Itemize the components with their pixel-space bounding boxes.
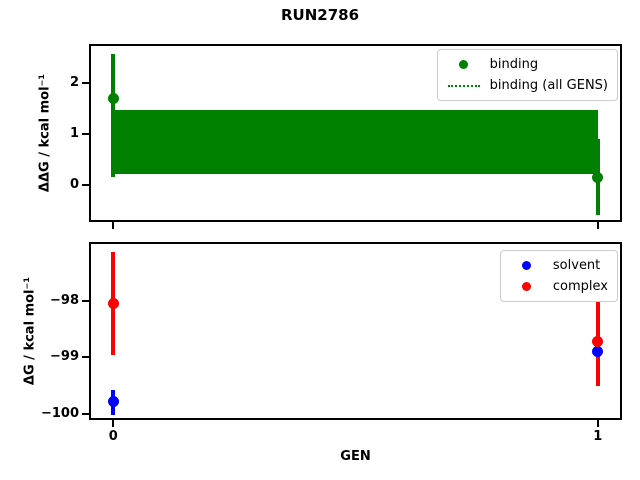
legend-label: solvent (552, 258, 601, 273)
legend-solvent-complex: solvent complex (499, 250, 618, 302)
legend-label: complex (552, 279, 608, 294)
point-solvent (107, 395, 119, 407)
point-complex (107, 297, 119, 309)
subplot-solvent-complex: solvent complex −98 −99 −100 0 1 (41, 242, 622, 444)
y-tick-label: −98 (50, 293, 79, 309)
y-tick-mark (82, 82, 89, 85)
dot-marker (522, 261, 532, 270)
subplot-binding: binding binding (all GENS) 2 1 0 (70, 44, 622, 229)
dot-marker (522, 282, 532, 291)
y-tick-label: 2 (69, 75, 79, 91)
legend-dot-icon (510, 282, 544, 291)
legend-dot-icon (447, 60, 481, 69)
legend-entry-complex: complex (510, 276, 608, 297)
point-binding (592, 171, 604, 183)
y-tick-label: −100 (40, 405, 79, 421)
legend-entry-binding: binding (447, 54, 608, 75)
legend-label: binding (489, 57, 539, 72)
y-axis-label-dg: ΔG / kcal mol⁻¹ (22, 276, 38, 386)
legend-label: binding (all GENS) (489, 78, 608, 93)
y-tick-mark (82, 184, 89, 187)
legend-entry-solvent: solvent (510, 255, 608, 276)
y-tick-mark (82, 300, 89, 303)
x-tick-mark (596, 420, 599, 427)
x-tick-label: 0 (108, 429, 118, 444)
y-tick-label: 1 (69, 126, 79, 142)
y-tick-mark (82, 412, 89, 415)
y-tick-label: 0 (69, 177, 79, 193)
point-complex (592, 336, 604, 348)
band-binding-all-gens (113, 109, 598, 174)
x-axis-label-gen: GEN (340, 449, 371, 464)
legend-binding: binding binding (all GENS) (436, 49, 618, 101)
x-tick-mark (596, 222, 599, 229)
y-tick-label: −99 (50, 349, 79, 365)
point-binding (107, 93, 119, 105)
dotted-line-marker (447, 84, 480, 87)
y-tick-mark (82, 356, 89, 359)
x-tick-mark (112, 222, 115, 229)
figure-title: RUN2786 (280, 6, 360, 24)
x-tick-mark (112, 420, 115, 427)
y-tick-mark (82, 133, 89, 136)
legend-dot-icon (510, 261, 544, 270)
dot-marker (459, 60, 469, 69)
x-tick-label: 1 (593, 429, 603, 444)
legend-dotted-line-icon (447, 84, 481, 87)
y-axis-label-ddg: ΔΔG / kcal mol⁻¹ (37, 73, 53, 193)
point-solvent (592, 346, 604, 358)
legend-entry-binding-all-gens-: binding (all GENS) (447, 75, 608, 96)
